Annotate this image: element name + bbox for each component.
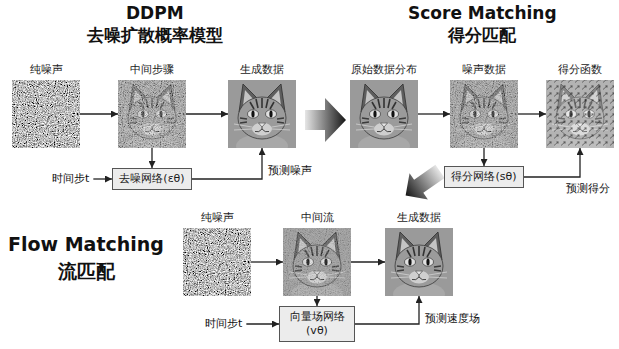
flow-arrow [251,261,283,262]
network-box: 向量场网络 (vθ) [279,306,355,342]
transition-arrow [396,158,449,208]
image-frame [12,80,80,148]
image-heading: 生成数据 [385,210,453,226]
input-arrow [246,323,279,324]
image-panel: 中间流 [283,210,351,296]
flow-arrow [355,296,419,324]
image-panel: 纯噪声 [12,62,80,148]
cat-image [546,80,614,158]
flow-arrow [80,113,118,114]
flow-arrow [316,296,317,306]
image-heading: 得分函数 [546,62,614,78]
image-frame [385,228,453,296]
image-frame [450,80,518,148]
image-heading: 中间步骤 [118,62,186,78]
flow-arrow [186,113,228,114]
transition-arrow [305,98,346,142]
annotation-label: 预测速度场 [425,312,480,326]
flow-arrow [418,113,450,114]
network-box: 去噪网络(εθ) [112,168,192,190]
image-heading: 原始数据分布 [350,62,418,78]
network-box: 得分网络(sθ) [444,166,524,188]
image-panel: 噪声数据 [450,62,518,148]
noise-image [12,80,80,148]
annotation-label: 时间步t [205,317,242,331]
image-panel: 得分函数 [546,62,614,148]
cat-image [283,228,351,306]
image-frame [118,80,186,148]
cat-image [350,80,418,158]
annotation-label: 预测得分 [566,182,610,196]
image-panel: 纯噪声 [183,210,251,296]
image-heading: 纯噪声 [12,62,80,78]
noise-overlay [283,228,351,296]
annotation-label: 时间步t [52,172,89,186]
noise-overlay [450,80,518,148]
section-title: Score Matching [408,3,557,24]
image-frame [228,80,296,148]
image-frame [283,228,351,296]
image-heading: 噪声数据 [450,62,518,78]
flow-arrow [351,261,385,262]
cat-image [118,80,186,158]
flow-arrow [483,148,484,166]
section-title: DDPM [126,3,184,24]
network-label: 向量场网络 (vθ) [285,310,349,338]
image-heading: 生成数据 [228,62,296,78]
image-heading: 中间流 [283,210,351,226]
noise-overlay [118,80,186,148]
image-panel: 生成数据 [385,210,453,296]
image-frame [183,228,251,296]
image-frame [350,80,418,148]
flow-arrow [192,148,262,179]
flow-arrow [151,148,152,168]
image-heading: 纯噪声 [183,210,251,226]
cat-image [385,228,453,306]
image-panel: 原始数据分布 [350,62,418,148]
cat-image [228,80,296,158]
flow-arrow [518,113,546,114]
image-panel: 中间步骤 [118,62,186,148]
section-title: 流匹配 [58,259,115,283]
section-title: 去噪扩散概率模型 [87,25,223,46]
network-label: 得分网络(sθ) [450,170,518,184]
section-title: 得分匹配 [448,25,516,46]
annotation-label: 预测噪声 [268,164,312,178]
network-label: 去噪网络(εθ) [118,172,186,186]
noise-image [183,228,251,296]
vector-field [546,80,614,148]
section-title: Flow Matching [8,232,164,256]
input-arrow [93,178,112,179]
image-frame [546,80,614,148]
cat-image [450,80,518,158]
flow-arrow [524,148,580,177]
image-panel: 生成数据 [228,62,296,148]
